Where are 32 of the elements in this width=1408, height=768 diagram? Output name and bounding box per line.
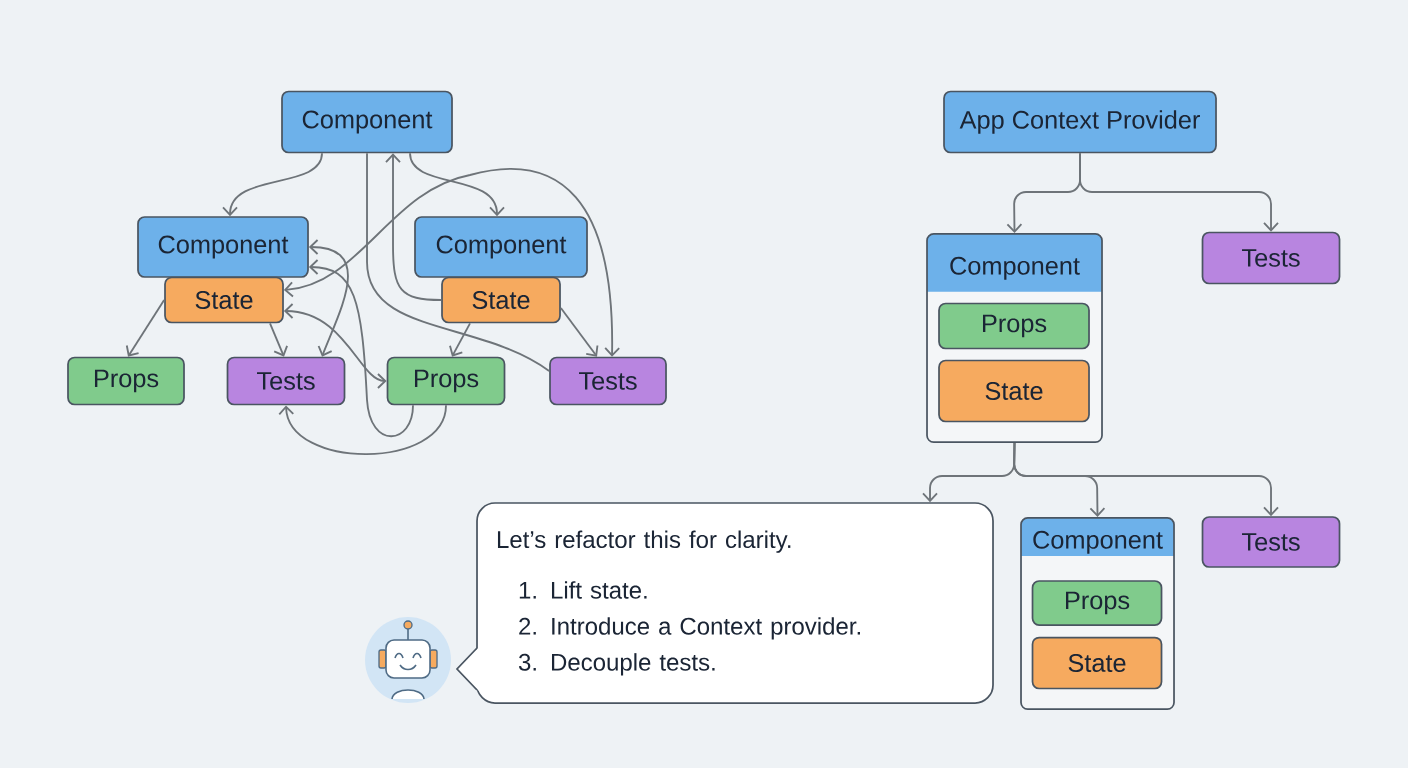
component-box: Component — [137, 216, 309, 278]
arrow — [308, 259, 414, 438]
arrow — [385, 153, 443, 301]
arrow — [269, 322, 289, 357]
component-box: Component — [281, 90, 453, 154]
arrow — [222, 152, 323, 217]
state-box: State — [164, 276, 284, 324]
state-box: State — [938, 359, 1090, 423]
component-box: Component — [414, 216, 588, 278]
tests-box: Tests — [1201, 516, 1341, 568]
double-arrow — [283, 167, 621, 357]
props-box: Props — [938, 302, 1090, 350]
tests-box: Tests — [549, 356, 667, 406]
props-box: Props — [1031, 580, 1163, 626]
props-box: Props — [386, 356, 506, 406]
arrow — [1013, 442, 1279, 517]
arrow — [278, 404, 447, 456]
double-arrow — [308, 239, 349, 357]
connector-line — [366, 152, 551, 372]
arrow — [559, 307, 599, 357]
arrow — [409, 152, 505, 217]
props-box: Props — [67, 356, 185, 406]
tests-box: Tests — [226, 356, 346, 406]
state-box: State — [441, 276, 561, 324]
arrow — [449, 322, 471, 357]
speech-bubble: Let’s refactor this for clarity. 1. Lift state. 2. Introduce a Context provider. 3. Decouple tests. — [455, 502, 994, 704]
state-box: State — [1031, 636, 1163, 690]
arrow — [1079, 152, 1279, 232]
component-box: App Context Provider — [943, 90, 1217, 154]
arrow — [125, 299, 166, 357]
tests-box: Tests — [1201, 231, 1341, 285]
double-arrow — [283, 303, 387, 389]
